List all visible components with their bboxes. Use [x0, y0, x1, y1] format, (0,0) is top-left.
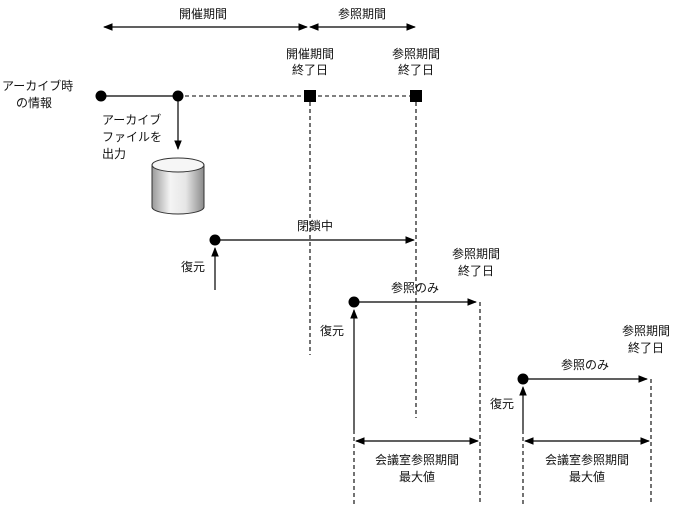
ref-only-1-label: 参照のみ [391, 280, 439, 295]
reference-end-label-2: 終了日 [398, 62, 434, 77]
max-period-2-label-2: 最大値 [569, 469, 605, 484]
restore-label-3: 復元 [490, 396, 514, 411]
restore-label-2: 復元 [320, 323, 344, 338]
ref-only-2-label: 参照のみ [561, 357, 609, 372]
restore-label-1: 復元 [181, 259, 205, 274]
archive-file-icon [151, 157, 205, 215]
max-period-1-label-1: 会議室参照期間 [375, 452, 459, 467]
holding-end-marker [304, 90, 316, 102]
archive-info-label-1: アーカイブ時 [2, 78, 73, 93]
archive-output-label-2: ファイルを [102, 130, 162, 144]
archive-point [95, 90, 107, 102]
holding-end-label-2: 終了日 [292, 62, 328, 77]
reference-end-3-label-1: 参照期間 [622, 323, 670, 338]
reference-end-2-label-1: 参照期間 [452, 246, 500, 261]
reference-end-2-label-2: 終了日 [458, 263, 494, 278]
reference-end-label-1: 参照期間 [392, 46, 440, 61]
archive-output-label-3: 出力 [102, 147, 126, 161]
reference-end-marker [410, 90, 422, 102]
holding-end-label-1: 開催期間 [286, 47, 334, 61]
archive-info-label-2: の情報 [16, 96, 52, 110]
max-period-2-label-1: 会議室参照期間 [545, 452, 629, 467]
reference-period-label: 参照期間 [338, 6, 386, 21]
archive-output-point [172, 90, 184, 102]
max-period-1-label-2: 最大値 [399, 469, 435, 484]
holding-period-label: 開催期間 [179, 7, 227, 21]
closed-label: 閉鎖中 [297, 218, 333, 233]
archive-output-label-1: アーカイブ [102, 112, 161, 127]
reference-end-3-label-2: 終了日 [628, 340, 664, 355]
